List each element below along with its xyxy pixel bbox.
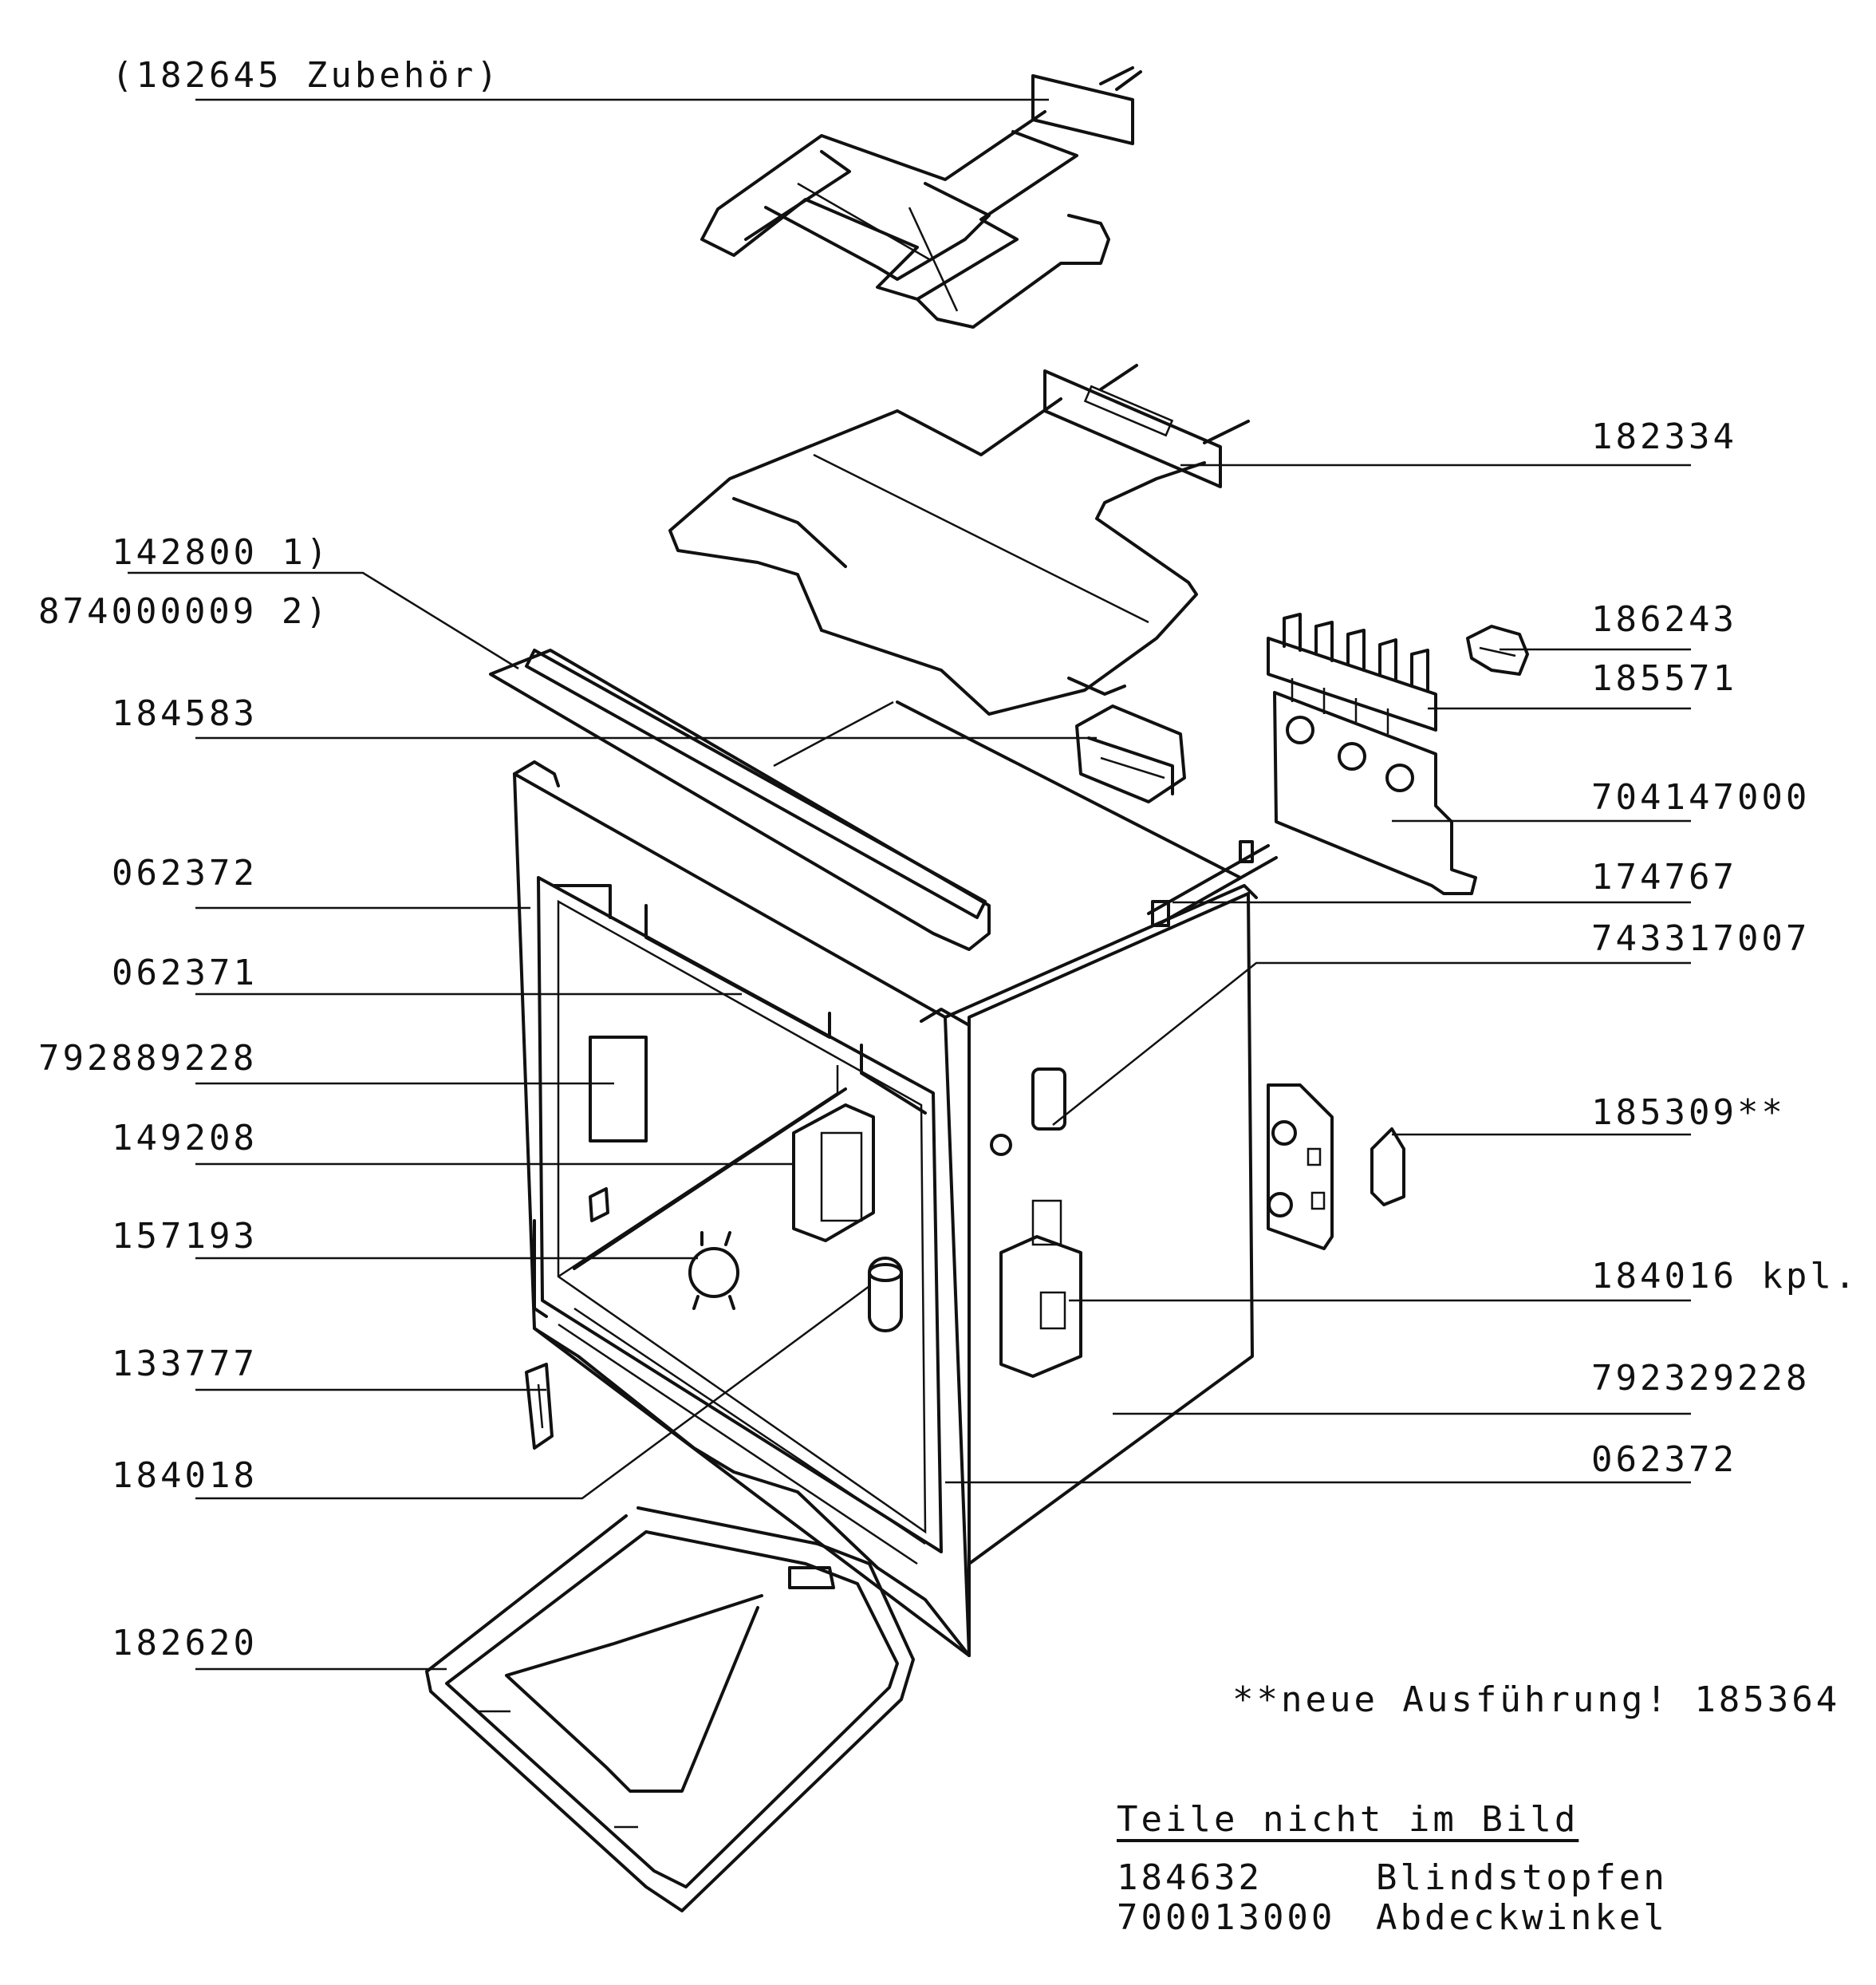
- bottom-heater-element: [425, 1506, 915, 1912]
- label-062371: 062371: [112, 953, 258, 993]
- label-157193: 157193: [112, 1216, 258, 1257]
- label-184583: 184583: [112, 693, 258, 734]
- label-174767: 174767: [1591, 857, 1737, 898]
- parts-not-shown-number: 184632: [1117, 1857, 1263, 1898]
- terminal-block: [1267, 613, 1437, 734]
- label-182645: (182645 Zubehör): [112, 55, 501, 96]
- label-184016: 184016 kpl.: [1591, 1256, 1859, 1296]
- label-792889228: 792889228: [38, 1038, 258, 1079]
- bracket-133777: [525, 1363, 554, 1450]
- label-185309: 185309**: [1591, 1092, 1786, 1133]
- label-185571: 185571: [1591, 658, 1737, 699]
- new-version-note: **neue Ausführung! 185364: [1232, 1679, 1841, 1720]
- label-743317007: 743317007: [1591, 918, 1811, 959]
- label-704147000: 704147000: [1591, 777, 1811, 818]
- switch-186243: [1466, 625, 1529, 676]
- label-062372-left: 062372: [112, 853, 258, 894]
- fan-cover: [1075, 704, 1186, 803]
- label-792329228: 792329228: [1591, 1358, 1811, 1399]
- top-rail: [489, 649, 991, 951]
- parts-not-shown-name: Blindstopfen: [1376, 1857, 1668, 1898]
- label-184018: 184018: [112, 1455, 258, 1496]
- label-182334: 182334: [1591, 416, 1737, 457]
- label-874000009: 874000009 2): [38, 591, 330, 632]
- oven-cavity: [513, 700, 1258, 1657]
- label-142800: 142800 1): [112, 532, 331, 573]
- parts-not-shown-name: Abdeckwinkel: [1376, 1897, 1668, 1938]
- label-062372-right: 062372: [1591, 1439, 1737, 1480]
- label-133777: 133777: [112, 1344, 258, 1384]
- top-heater-element: [668, 364, 1250, 716]
- label-182620: 182620: [112, 1623, 258, 1663]
- label-186243: 186243: [1591, 599, 1737, 640]
- parts-not-shown-heading: Teile nicht im Bild: [1117, 1799, 1579, 1840]
- parts-not-shown-number: 700013000: [1117, 1897, 1336, 1938]
- top-grill-element: [700, 66, 1142, 329]
- side-plate: [1267, 1083, 1405, 1250]
- label-149208: 149208: [112, 1118, 258, 1158]
- leader-lines: [128, 98, 1691, 1671]
- sensor-174767: [1147, 840, 1278, 927]
- mounting-plate: [1273, 691, 1477, 895]
